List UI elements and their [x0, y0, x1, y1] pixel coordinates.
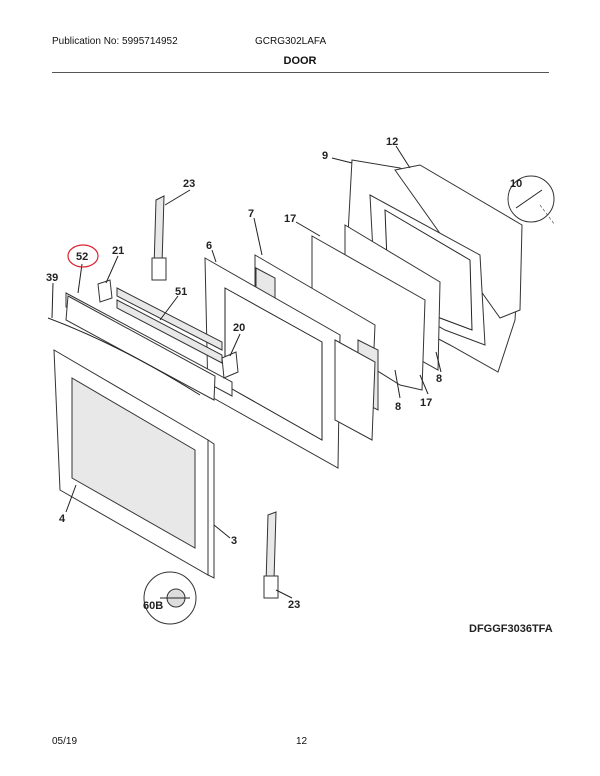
callout-8-right: 8 — [436, 373, 442, 385]
door-handle — [47, 317, 201, 396]
door-trim — [65, 279, 239, 401]
callout-51: 51 — [175, 286, 187, 298]
callout-60b: 60B — [143, 600, 163, 612]
inner-door-frame — [204, 257, 376, 469]
callout-7: 7 — [248, 208, 254, 220]
part-10-circle — [507, 175, 556, 226]
callout-10: 10 — [510, 178, 522, 190]
callout-17-top: 17 — [284, 213, 296, 225]
callout-4: 4 — [59, 513, 66, 525]
callout-52[interactable]: 52 — [76, 251, 88, 263]
footer-date: 05/19 — [52, 736, 78, 747]
hinge-bottom — [263, 511, 279, 599]
callout-9: 9 — [322, 150, 328, 162]
publication-number: Publication No: 5995714952 — [52, 36, 178, 47]
callout-12: 12 — [386, 136, 398, 148]
callout-6: 6 — [206, 240, 212, 252]
section-title: DOOR — [283, 55, 317, 67]
callout-39: 39 — [46, 272, 58, 284]
callout-17-lower: 17 — [420, 397, 432, 409]
leader-lines — [51, 145, 442, 599]
highlight-circle-52 — [67, 244, 99, 268]
callout-23-top: 23 — [183, 178, 195, 190]
door-back-panel — [344, 159, 523, 373]
callout-23-bottom: 23 — [288, 599, 300, 611]
callout-20: 20 — [233, 322, 245, 334]
footer-page-number: 12 — [296, 736, 308, 747]
callout-3: 3 — [231, 535, 237, 547]
callout-21: 21 — [112, 245, 124, 257]
callout-8-lower: 8 — [395, 401, 401, 413]
part-60b-circle — [143, 571, 197, 625]
outer-door-panel — [53, 349, 215, 579]
hinge-top — [151, 195, 167, 281]
header-divider — [52, 72, 549, 73]
diagram-code: DFGGF3036TFA — [469, 623, 553, 635]
model-number: GCRG302LAFA — [255, 36, 327, 47]
